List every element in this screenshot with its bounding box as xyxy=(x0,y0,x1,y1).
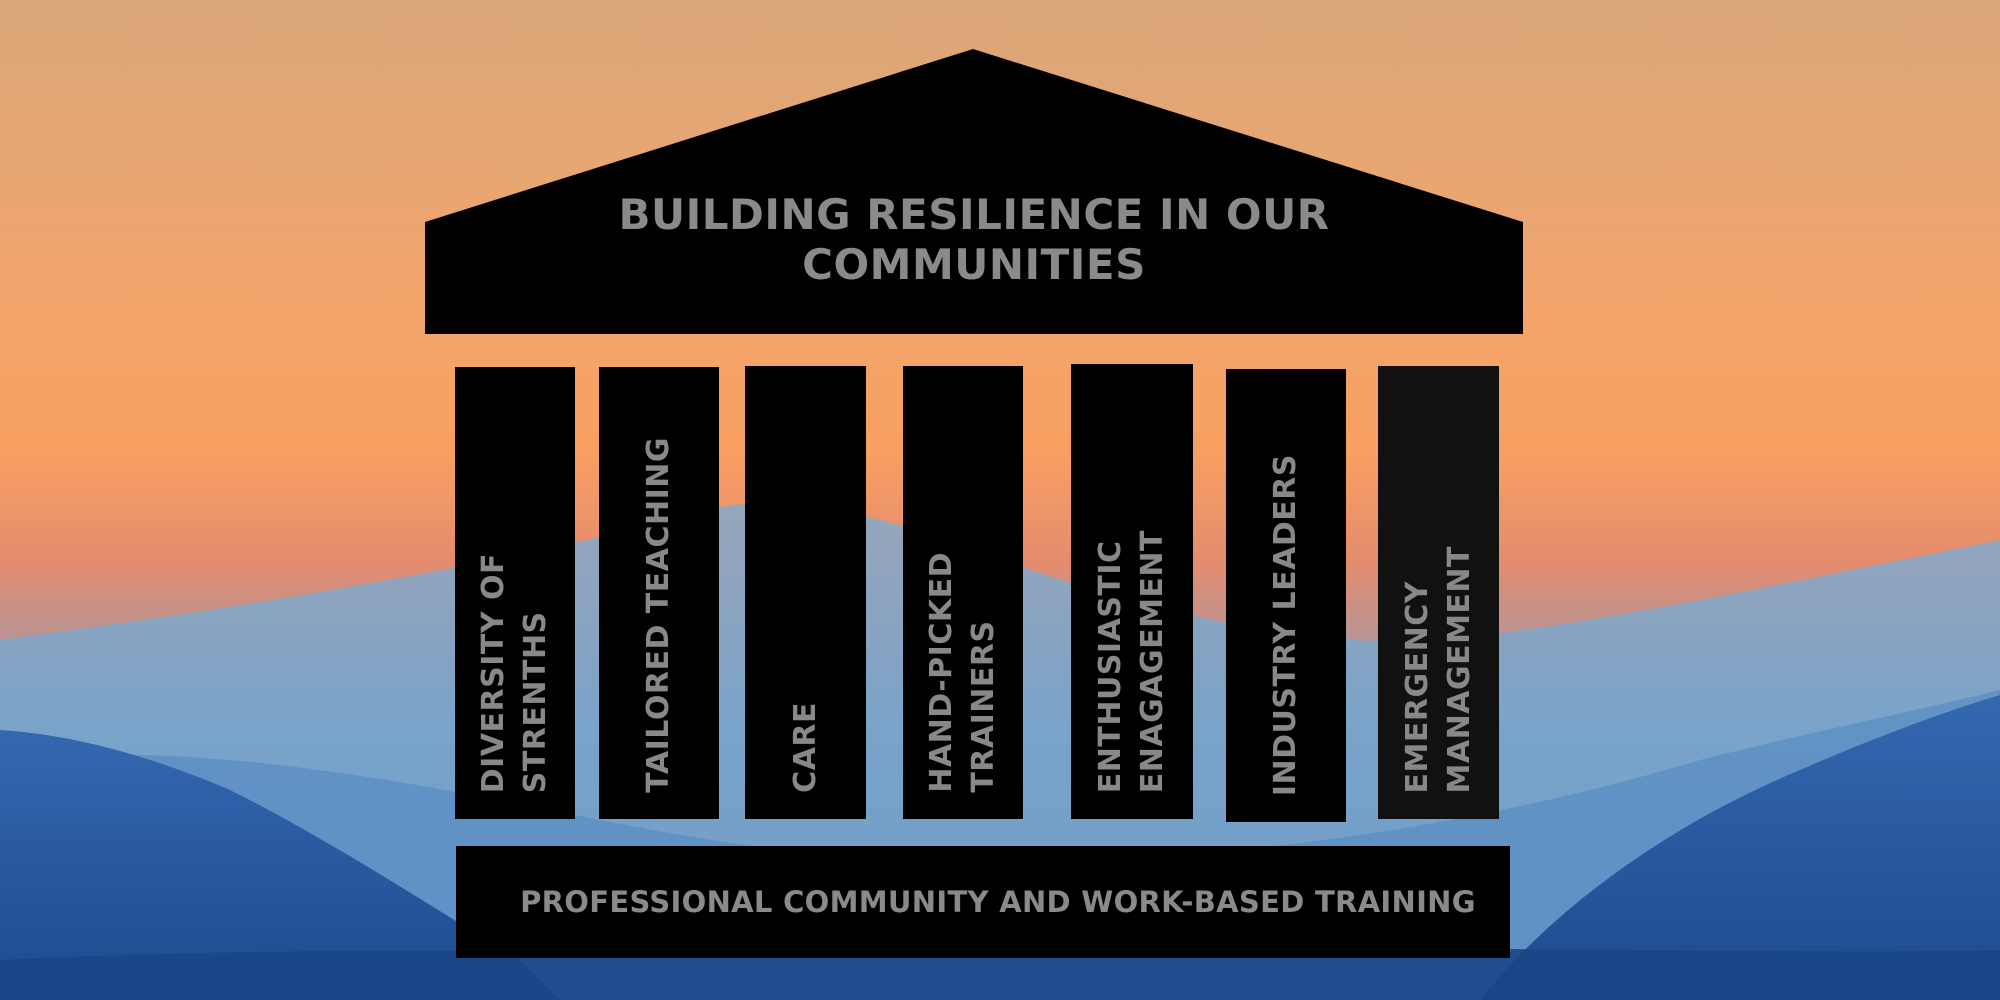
pillar-diversity-of-strenths: DIVERSITY OF STRENTHS xyxy=(455,367,575,819)
pillar-industry-leaders: INDUSTRY LEADERS xyxy=(1226,369,1346,822)
pillar-tailored-teaching: TAILORED TEACHING xyxy=(599,367,719,819)
roof xyxy=(425,49,1523,334)
foundation-base: PROFESSIONAL COMMUNITY AND WORK-BASED TR… xyxy=(456,846,1510,958)
pillar-label: HAND-PICKED TRAINERS xyxy=(924,552,1001,793)
pillar-enthusiastic-enagagement: ENTHUSIASTIC ENAGAGEMENT xyxy=(1071,364,1193,819)
pillar-label: TAILORED TEACHING xyxy=(641,437,676,793)
foreground-ridge xyxy=(0,948,2000,1000)
title-line: BUILDING RESILIENCE IN OUR xyxy=(618,190,1330,239)
title-line: COMMUNITIES xyxy=(802,240,1146,289)
pillar-care: CARE xyxy=(745,366,866,819)
pillar-label: ENTHUSIASTIC ENAGAGEMENT xyxy=(1093,529,1170,793)
pillar-emergency-management: EMERGENCY MANAGEMENT xyxy=(1378,366,1499,819)
pillar-label: EMERGENCY MANAGEMENT xyxy=(1399,545,1477,793)
near-mountain-right xyxy=(1480,695,2000,1000)
near-mountain-left xyxy=(0,730,560,1000)
pillar-label: CARE xyxy=(787,702,823,793)
pillar-hand-picked-trainers: HAND-PICKED TRAINERS xyxy=(903,366,1023,819)
pillar-label: INDUSTRY LEADERS xyxy=(1268,453,1303,796)
foundation-label: PROFESSIONAL COMMUNITY AND WORK-BASED TR… xyxy=(520,885,1476,919)
pillar-label: DIVERSITY OF STRENTHS xyxy=(476,552,553,793)
diagram-title: BUILDING RESILIENCE IN OUR COMMUNITIES xyxy=(425,190,1523,290)
